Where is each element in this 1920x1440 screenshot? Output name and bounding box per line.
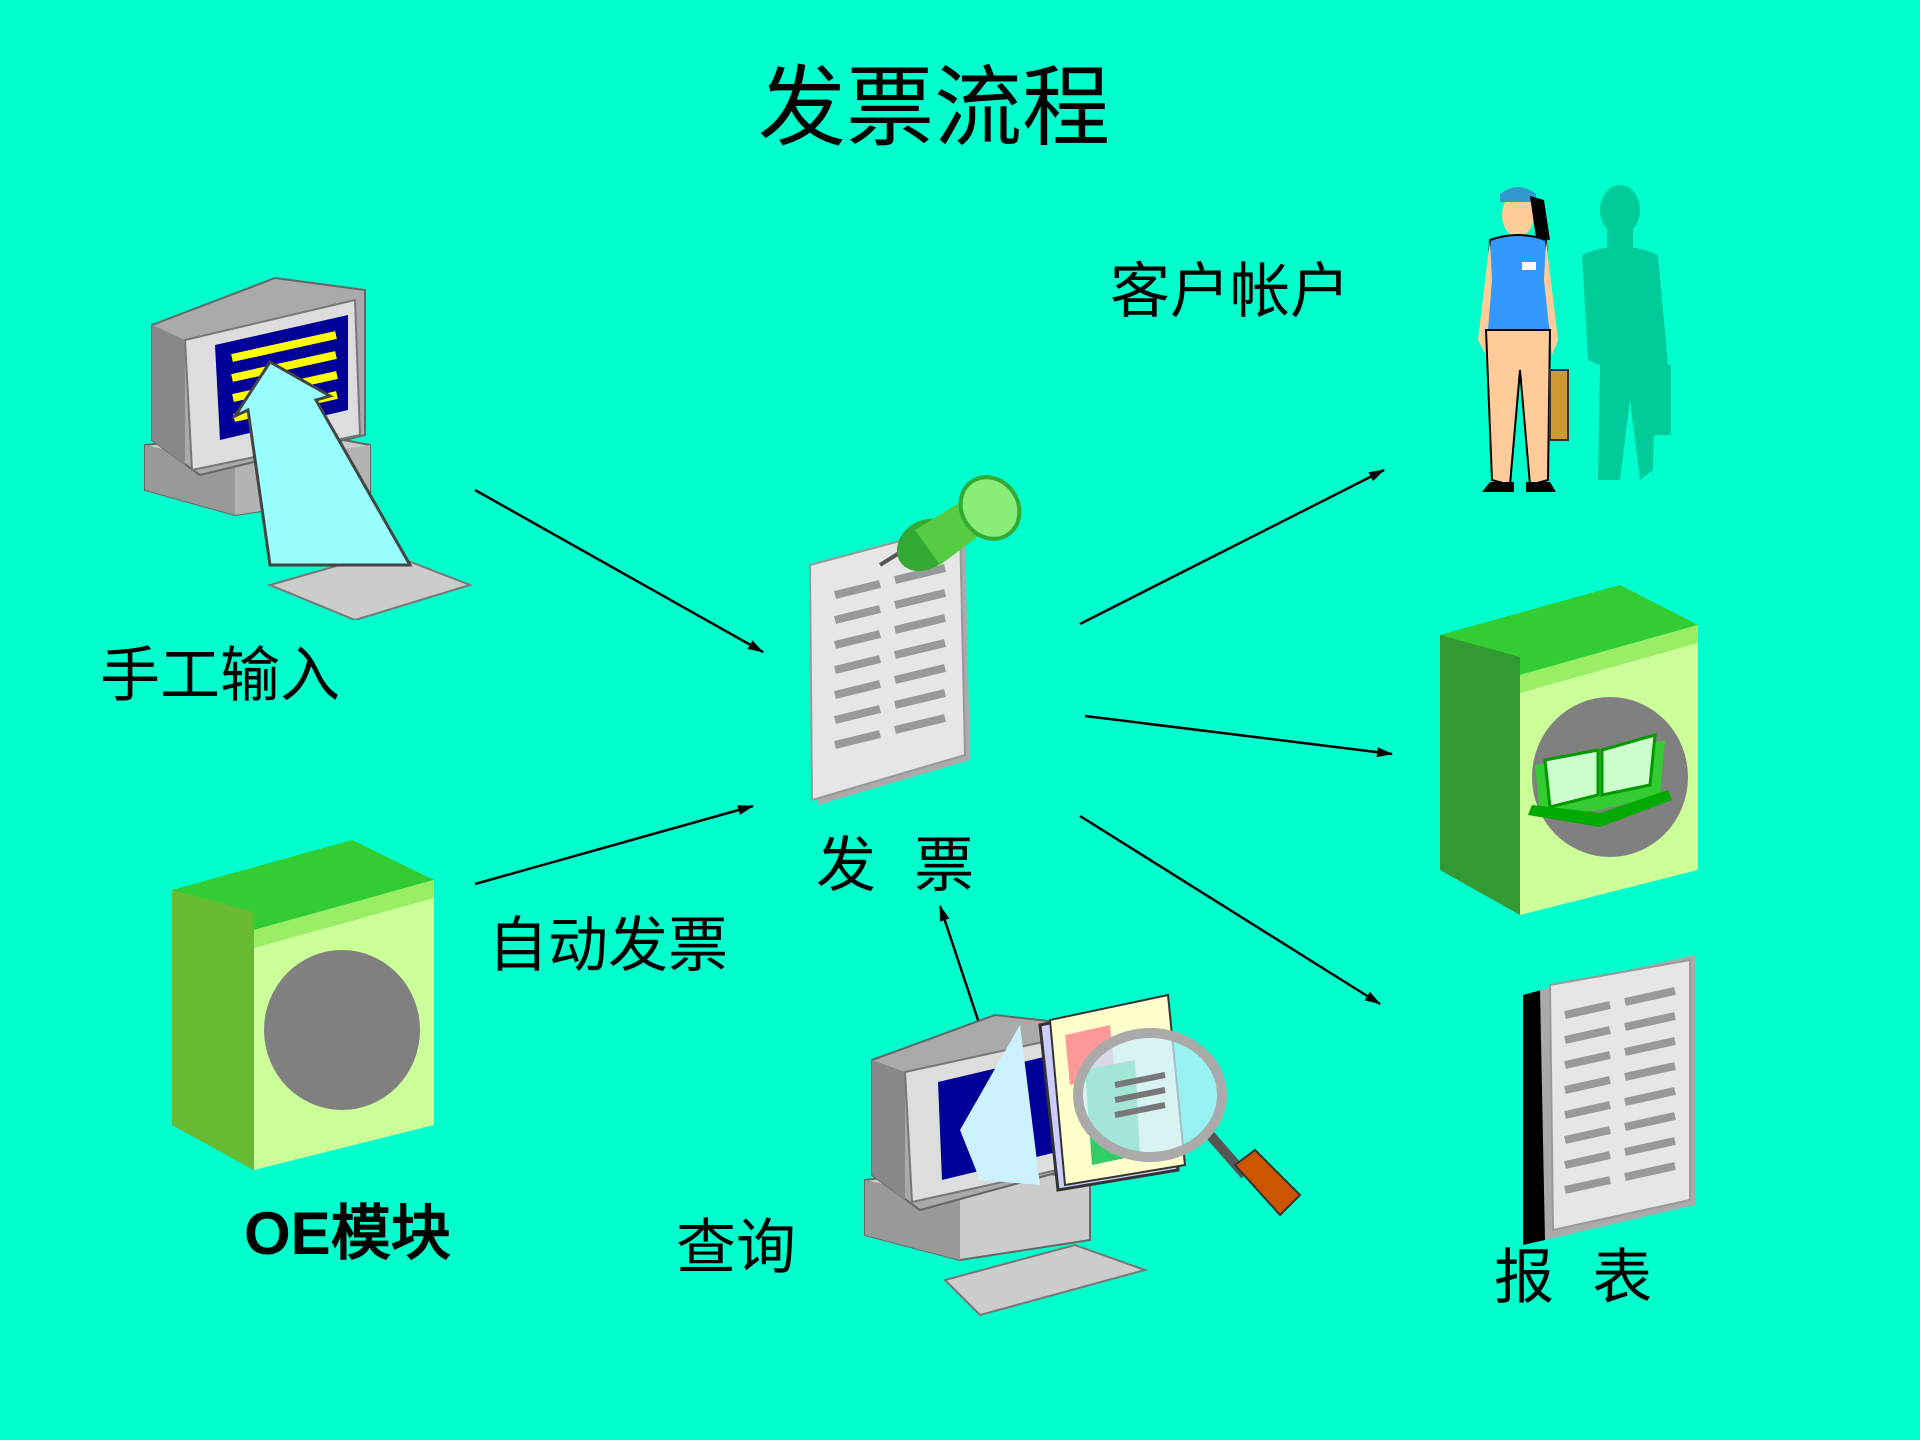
book-package-icon <box>1440 585 1698 915</box>
arrow-oe-to-invoice <box>474 804 754 886</box>
invoice-label: 发 票 <box>816 831 975 901</box>
pinned-document-icon <box>808 475 1022 805</box>
customers-icon <box>1478 185 1671 492</box>
computer-magnifier-icon <box>864 993 1302 1317</box>
arrow-manual-to-invoice <box>474 488 764 654</box>
report-label: 报 表 <box>1494 1243 1653 1313</box>
manual-input-label: 手工输入 <box>100 641 340 711</box>
disc-package-icon <box>172 840 434 1170</box>
page-title: 发票流程 <box>758 56 1111 159</box>
auto-invoice-label: 自动发票 <box>488 911 728 981</box>
computer-pointer-icon <box>144 276 474 620</box>
oe-module-label: OE模块 <box>244 1200 451 1267</box>
report-binder-icon <box>1523 955 1695 1245</box>
arrow-invoice-to-customer <box>1079 468 1385 626</box>
arrow-invoice-to-ledger <box>1084 714 1393 758</box>
customer-account-label: 客户帐户 <box>1110 257 1350 327</box>
query-label: 查询 <box>676 1213 796 1283</box>
arrow-query-to-invoice <box>938 905 982 1027</box>
arrow-invoice-to-report <box>1079 814 1381 1006</box>
